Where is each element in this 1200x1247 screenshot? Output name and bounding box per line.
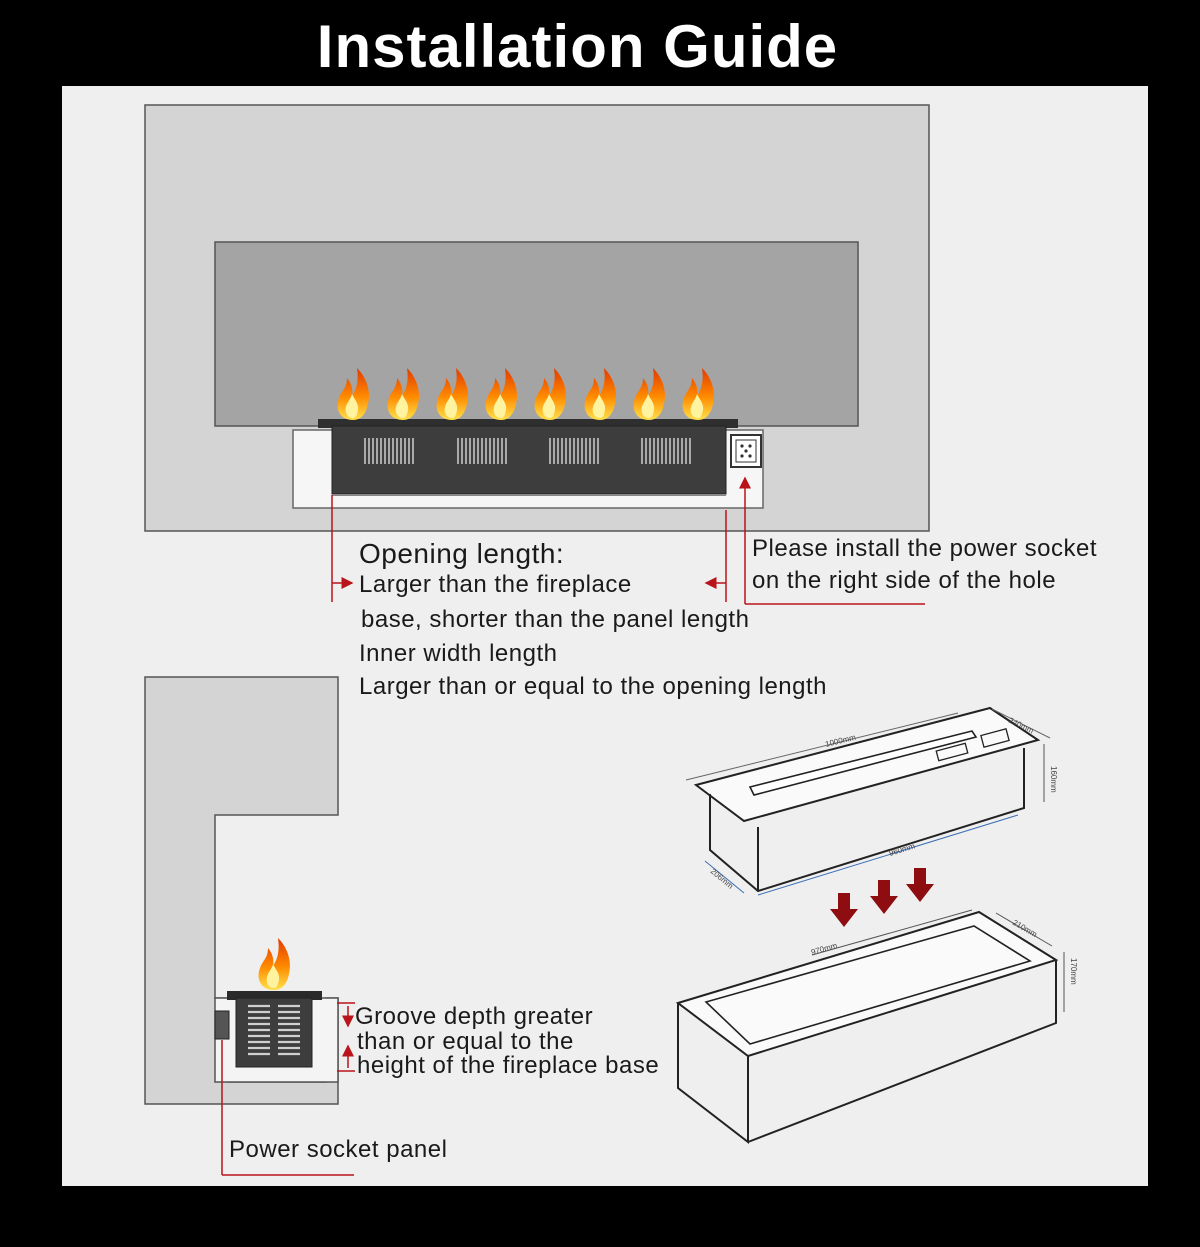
burner-body bbox=[331, 425, 727, 495]
groove-note-line3: height of the fireplace base bbox=[357, 1052, 660, 1079]
inner-width-desc: Larger than or equal to the opening leng… bbox=[359, 673, 828, 700]
dim-box-height: 170mm bbox=[1069, 958, 1078, 985]
vent-grilles bbox=[364, 438, 691, 464]
side-burner-body bbox=[235, 997, 313, 1068]
page-title: Installation Guide bbox=[316, 13, 839, 80]
dim-burner-height: 160mm bbox=[1049, 766, 1058, 793]
groove-note-line1: Groove depth greater bbox=[355, 1003, 594, 1030]
opening-length-markers bbox=[331, 476, 925, 605]
dim-burner-inner-width: 206mm bbox=[709, 867, 735, 891]
socket-panel bbox=[214, 1010, 230, 1040]
box-dimension-lines bbox=[811, 909, 1065, 1012]
power-socket-icon bbox=[730, 434, 762, 468]
burner-top-lip bbox=[318, 419, 738, 428]
burner-insert-3d bbox=[693, 706, 1041, 893]
install-box-3d bbox=[675, 910, 1059, 1145]
burner-dimension-lines bbox=[685, 708, 1051, 896]
groove-depth-markers bbox=[221, 1002, 355, 1176]
socket-note-line1: Please install the power socket bbox=[752, 535, 1098, 562]
power-socket-panel-label: Power socket panel bbox=[229, 1136, 448, 1163]
flame-icon bbox=[258, 938, 290, 990]
side-section bbox=[144, 676, 355, 1176]
dim-burner-inner-length: 960mm bbox=[888, 841, 916, 858]
opening-length-line2: base, shorter than the panel length bbox=[361, 606, 750, 633]
opening-length-label: Opening length: bbox=[359, 538, 565, 569]
opening-length-line1: Larger than the fireplace bbox=[359, 571, 632, 598]
inner-width-label: Inner width length bbox=[359, 640, 558, 667]
socket-note-line2: on the right side of the hole bbox=[752, 567, 1057, 594]
groove-note-line2: than or equal to the bbox=[357, 1028, 574, 1055]
glass-panel bbox=[214, 241, 859, 427]
down-arrow-icons bbox=[830, 868, 934, 927]
front-view bbox=[144, 104, 930, 605]
dim-box-length: 970mm bbox=[810, 941, 838, 957]
side-burner-lip bbox=[227, 991, 322, 1000]
